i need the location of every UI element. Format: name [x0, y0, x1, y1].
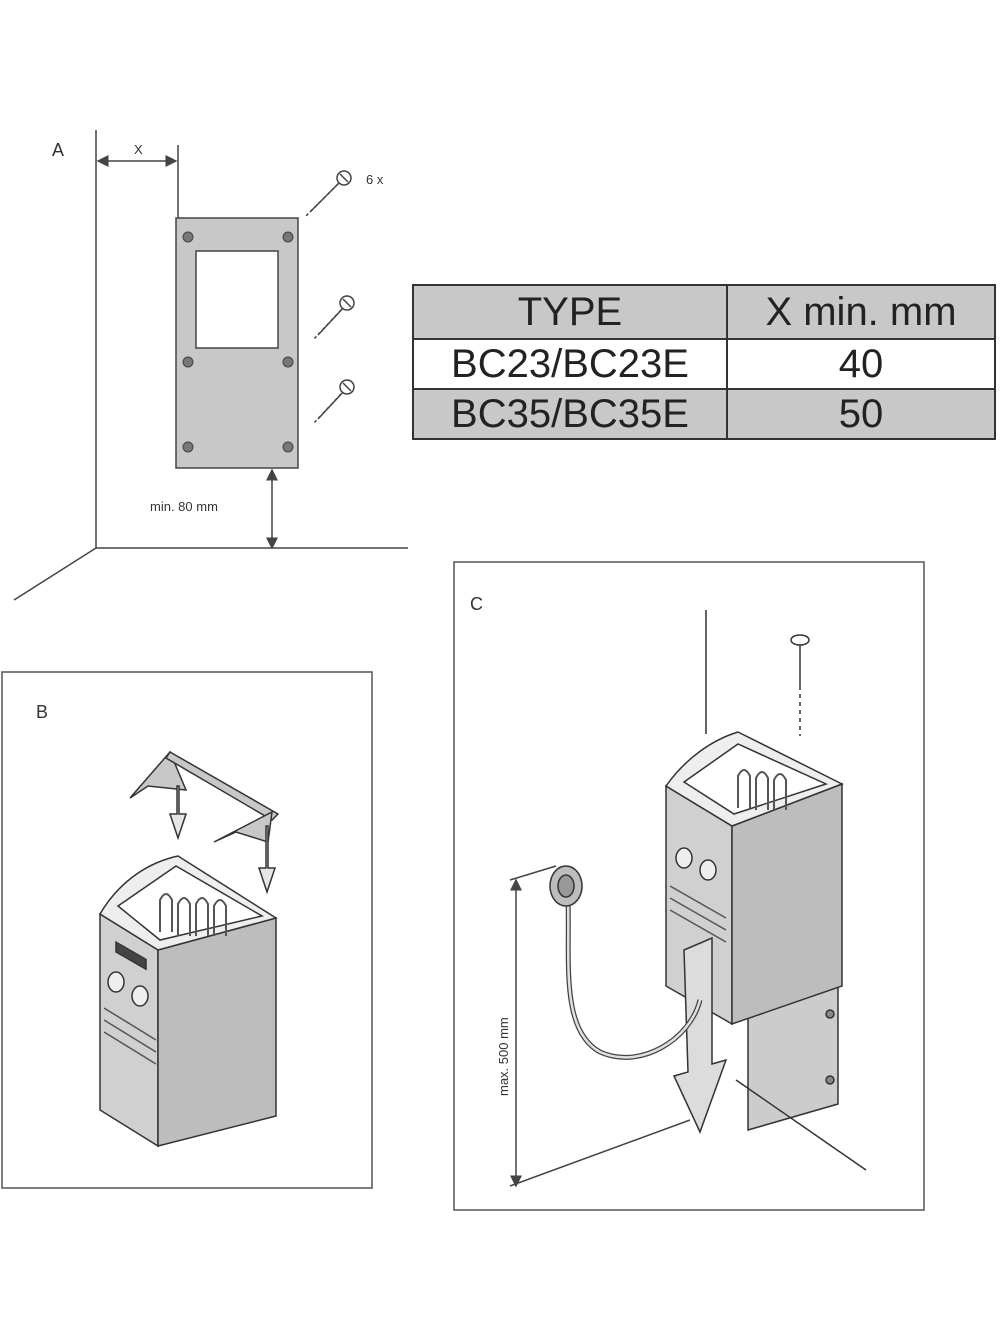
panel-c-frame	[453, 561, 925, 1211]
table-header-row: TYPE X min. mm	[412, 284, 996, 340]
panel-c-letter: C	[470, 594, 483, 614]
table-row: BC23/BC23E 40	[412, 338, 996, 390]
table-row: BC35/BC35E 50	[412, 388, 996, 440]
screw-icon	[313, 379, 355, 424]
table-header-type: TYPE	[412, 284, 728, 340]
panel-a-drawing	[13, 130, 408, 601]
heater-unit-c	[549, 610, 867, 1171]
max-length-dimension	[509, 865, 691, 1188]
table-cell-type: BC23/BC23E	[412, 338, 728, 390]
mounting-plate	[175, 217, 299, 469]
table-cell-type: BC35/BC35E	[412, 388, 728, 440]
screw-icon	[313, 295, 355, 340]
panel-b-frame	[1, 671, 373, 1189]
floor-diagonal-line	[13, 547, 97, 601]
panel-b-letter: B	[36, 702, 49, 722]
table-header-xmin: X min. mm	[726, 284, 996, 340]
heater-unit-b	[98, 750, 280, 1148]
table-cell-xmin: 50	[726, 388, 996, 440]
screw-icon	[790, 634, 810, 736]
panel-a-letter: A	[52, 140, 65, 160]
max-length-label: max. 500 mm	[496, 1017, 511, 1096]
x-dimension-label: X	[134, 142, 143, 157]
spec-table: TYPE X min. mm BC23/BC23E 40 BC35/BC35E …	[412, 284, 996, 440]
screw-count-label: 6 x	[366, 172, 384, 187]
screw-icon	[305, 170, 352, 217]
table-cell-xmin: 40	[726, 338, 996, 390]
min-height-label: min. 80 mm	[150, 499, 218, 514]
